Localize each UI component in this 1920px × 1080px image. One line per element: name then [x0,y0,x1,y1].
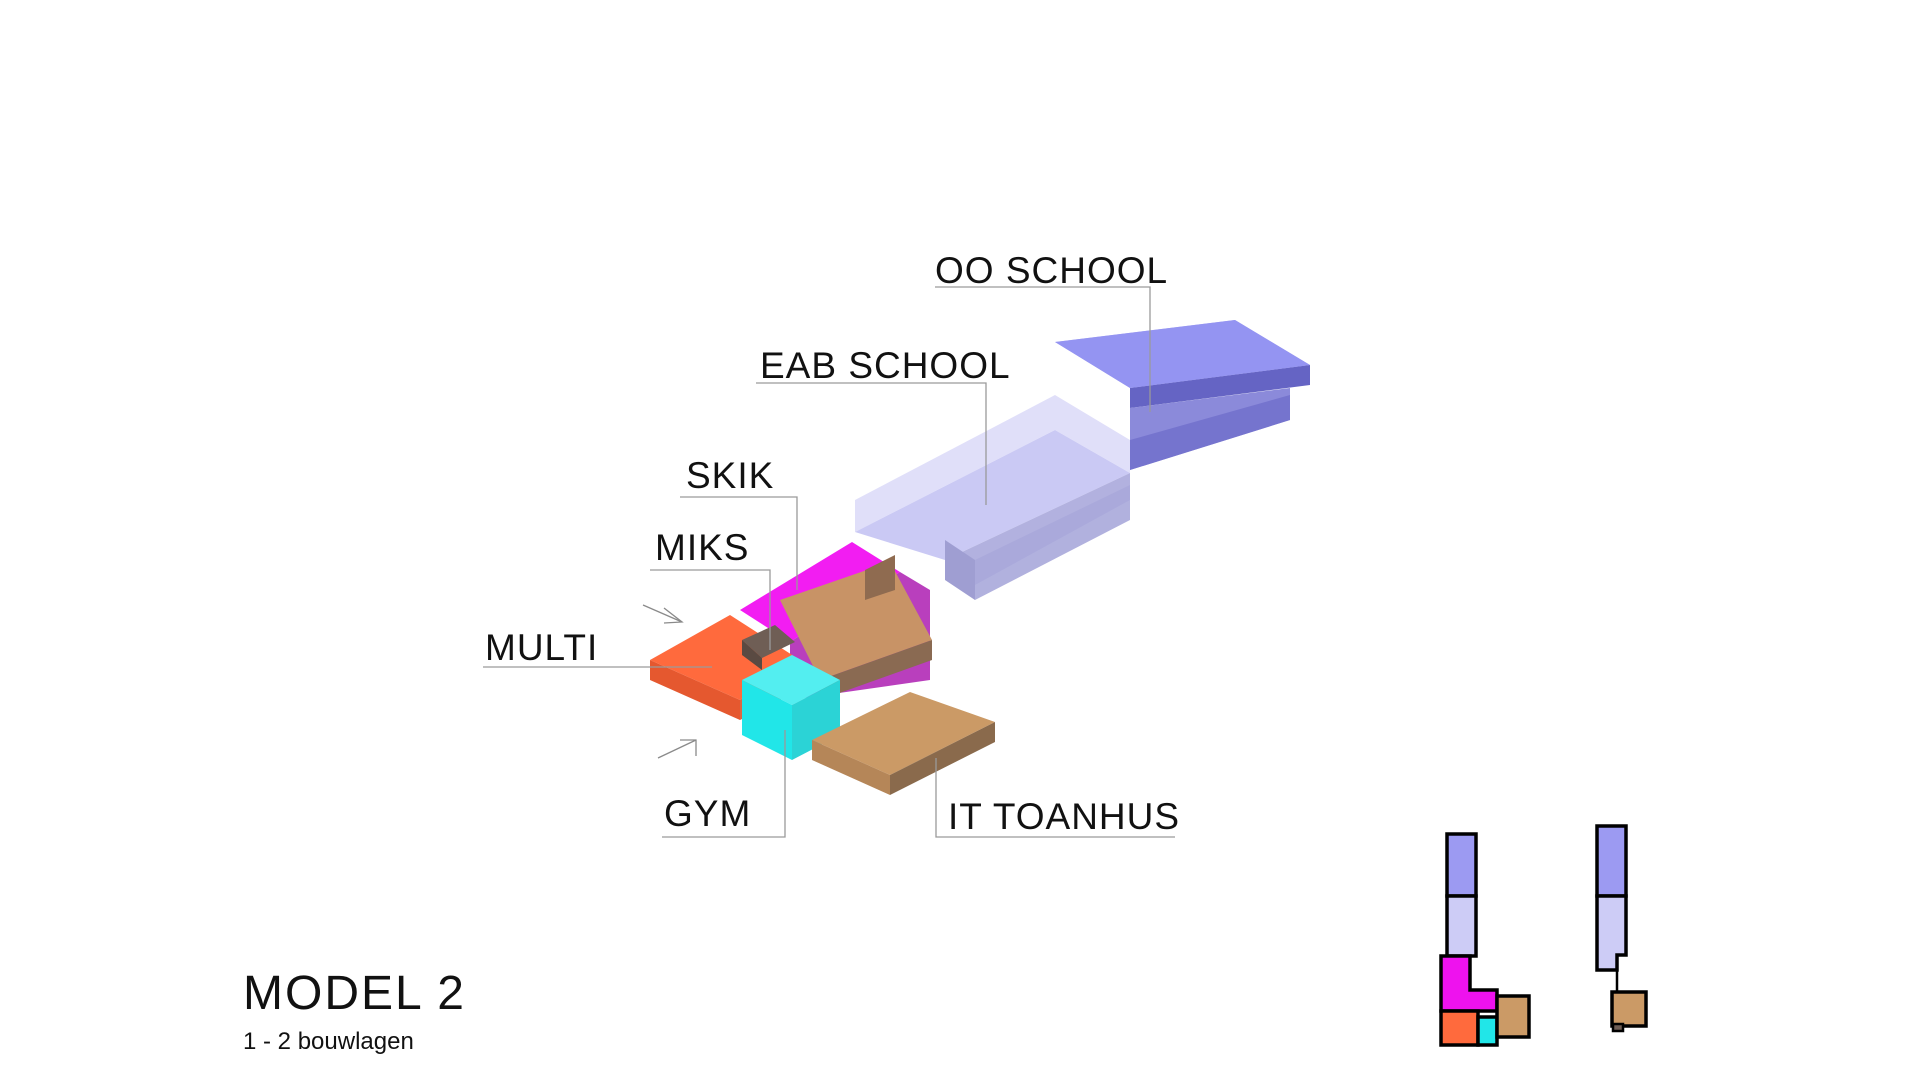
label-gym: GYM [664,793,751,834]
plan-it-toanhus [1495,994,1531,1039]
volume-eab-school [855,395,1130,600]
leader-gym [662,730,786,838]
leader-oo-school [935,286,1151,412]
leader-it-toanhus [935,758,1175,838]
volume-it-toanhus-lower [812,692,995,795]
label-skik: SKIK [686,455,774,496]
label-multi: MULTI [485,627,598,668]
floor-plan-ground [1439,832,1531,1047]
plan-upper-eab-school [1595,894,1628,972]
massing-model [650,320,1310,795]
leader-lines [483,286,1175,838]
label-eab-school: EAB SCHOOL [760,345,1011,386]
plan-upper-miks [1611,1022,1625,1033]
label-miks: MIKS [655,527,749,568]
model-title: MODEL 2 [243,967,466,1020]
volume-labels: OO SCHOOL EAB SCHOOL SKIK MIKS MULTI GYM… [485,250,1180,837]
volume-oo-school [1055,320,1310,470]
leader-skik [680,496,798,590]
entrance-arrow-icon [657,739,697,759]
leader-miks [650,569,771,650]
plan-oo-school [1445,832,1478,898]
model-subtitle: 1 - 2 bouwlagen [243,1028,414,1055]
entrance-arrows [642,604,697,759]
entrance-arrow-icon [642,604,684,624]
floor-plan-upper [1595,824,1648,1033]
label-oo-school: OO SCHOOL [935,250,1168,291]
plan-eab-school [1445,894,1478,958]
plan-gym [1476,1015,1499,1047]
volume-miks [742,625,795,670]
plan-multi [1439,1009,1480,1047]
volume-it-toanhus-upper [780,555,932,700]
plan-upper-it-toanhus [1610,990,1648,1028]
label-it-toanhus: IT TOANHUS [948,796,1180,837]
plan-upper-oo-school [1595,824,1628,898]
leader-eab-school [756,382,987,505]
plan-skik [1439,954,1499,1013]
